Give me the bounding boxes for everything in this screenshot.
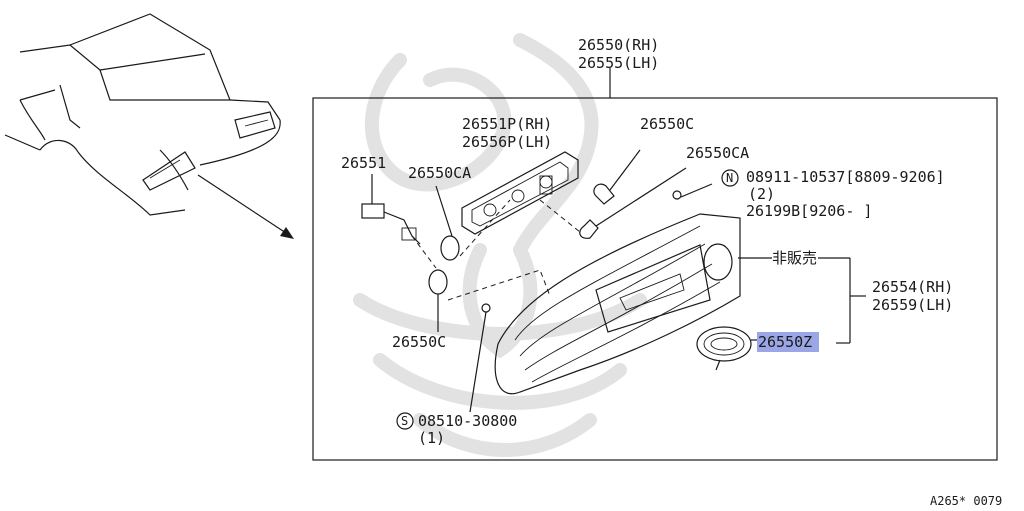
label-screw-qty: (1) (418, 429, 445, 447)
lamp-bracket-icon (461, 151, 579, 235)
watermark-logo (353, 33, 647, 457)
screw-symbol-text: S (401, 414, 408, 428)
car-body-outline (4, 13, 281, 216)
label-nut-part: 08911-10537[8809-9206] (746, 168, 945, 186)
screw-symbol-icon: S (396, 412, 414, 430)
label-screw-part: 08510-30800 (418, 412, 517, 430)
socket-connector-icon (361, 174, 421, 245)
screw-icon (469, 303, 491, 413)
label-nut-qty: (2) (748, 185, 775, 203)
label-not-sold: 非販売 (772, 249, 817, 267)
nut-symbol-icon: N (721, 169, 739, 187)
label-bulb-c-top: 26550C (640, 115, 694, 133)
label-bulb-ca-right: 26550CA (686, 144, 749, 162)
label-nut-alt: 26199B[9206- ] (746, 202, 872, 220)
assembly-frame (312, 97, 998, 461)
label-packing: 26550Z (758, 333, 812, 351)
tail-lamp-lens-icon (494, 213, 741, 395)
label-assy-lh: 26555(LH) (578, 54, 659, 72)
bulb-icon-top-right (593, 149, 641, 205)
packing-seal-icon (696, 326, 752, 371)
label-bracket-lh: 26556P(LH) (462, 133, 552, 151)
highlight-box (757, 332, 819, 352)
diagram-code: A265* 0079 (930, 494, 1002, 508)
label-socket: 26551 (341, 154, 386, 172)
label-lens-rh: 26554(RH) (872, 278, 953, 296)
label-bracket-rh: 26551P(RH) (462, 115, 552, 133)
bulb-icon-left (435, 185, 460, 261)
label-bulb-c-bottom: 26550C (392, 333, 446, 351)
bulb-icon-bottom (428, 269, 448, 332)
label-lens-lh: 26559(LH) (872, 296, 953, 314)
bulb-icon-right (579, 167, 687, 239)
label-assy-rh: 26550(RH) (578, 36, 659, 54)
nut-icon (672, 183, 713, 200)
label-bulb-ca-left: 26550CA (408, 164, 471, 182)
direction-arrow (197, 174, 294, 239)
nut-symbol-text: N (726, 171, 733, 185)
